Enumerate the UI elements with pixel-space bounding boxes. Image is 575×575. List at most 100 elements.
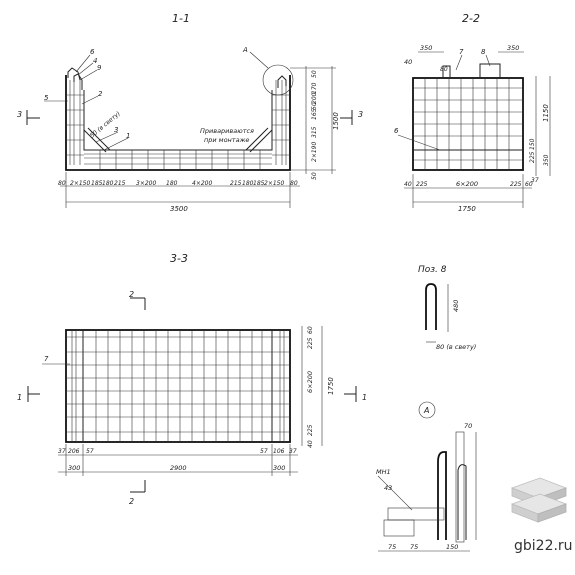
rdim-350: 350 [543, 154, 550, 166]
dim-185-right: 185 [253, 180, 265, 187]
rdim-200: 200 [311, 92, 318, 104]
bdim2-2900: 2900 [170, 464, 187, 472]
callout-9: 9 [97, 64, 102, 72]
rdim-3-225-top: 225 [307, 337, 314, 349]
cut-3-right: 3 [358, 110, 363, 119]
detail-a-top-dim: 70 [464, 422, 472, 430]
rdim-50-mid: 50 [311, 102, 318, 110]
bdim-6x200: 6×200 [456, 180, 478, 188]
dim-185-left: 185 [91, 180, 103, 187]
cut-2-top: 2 [129, 290, 134, 299]
dim-80-left: 80 [58, 180, 66, 187]
pos8-title: Поз. 8 [418, 265, 447, 275]
dim-37-2-2: 37 [531, 177, 539, 184]
bdim-225-left: 225 [416, 181, 428, 188]
dim-3x200: 3×200 [136, 180, 156, 187]
bdim-3-57-right: 57 [260, 448, 268, 455]
dim-215-right: 215 [230, 180, 242, 187]
left-wall-cage [66, 67, 84, 165]
cage-2-2 [413, 63, 523, 170]
detail-a-dim-43: 43 [384, 484, 392, 492]
callout-3: 3 [114, 126, 118, 134]
overall-width-2-2: 1750 [458, 205, 476, 213]
rdim-225: 225 [529, 151, 536, 163]
cut-1-right: 1 [362, 393, 367, 402]
rdim-315: 315 [311, 126, 318, 138]
callout-4: 4 [93, 57, 97, 65]
rdim-3-6x200: 6×200 [306, 371, 314, 393]
section-3-3: 3-3 [17, 252, 367, 506]
callout-2: 2 [98, 90, 103, 98]
section-2-2-title: 2-2 [462, 12, 480, 25]
detail-a-label: А [423, 406, 429, 415]
bdim-3-37-right: 37 [289, 448, 297, 455]
callout-80: 80 [440, 66, 448, 73]
detail-a-75-right: 75 [410, 543, 418, 551]
section-3-3-title: 3-3 [170, 252, 188, 265]
callout-7-3-3: 7 [44, 355, 49, 363]
dim-2x150-left: 2×150 [70, 180, 90, 187]
dim-4x200: 4×200 [192, 180, 212, 187]
callout-5: 5 [44, 94, 49, 102]
weld-note-line2: при монтаже [204, 136, 249, 144]
weld-note-line1: Привариваются [200, 127, 254, 135]
watermark-logo [510, 477, 568, 523]
dim-180-left: 180 [102, 180, 114, 187]
rdim-2x190: 2×190 [311, 142, 318, 162]
section-1-1: 1-1 [17, 12, 363, 213]
rdim-150: 150 [529, 138, 536, 150]
detail-a-marker [418, 401, 436, 419]
top-dim-350-left: 350 [420, 44, 432, 52]
section-1-1-title: 1-1 [172, 12, 190, 25]
rdim-50-top: 50 [311, 70, 318, 78]
callout-8: 8 [481, 48, 486, 56]
bdim2-300-right: 300 [273, 464, 285, 472]
rdim-3-60: 60 [307, 326, 314, 334]
callout-6: 6 [90, 48, 95, 56]
bdim-3-106: 106 [273, 448, 285, 455]
overall-height-3-3: 1750 [327, 377, 335, 395]
overall-width-1-1: 3500 [170, 205, 188, 213]
overall-height-1-1: 1500 [332, 112, 340, 130]
pos8-height: 480 [452, 300, 460, 312]
dim-180-mid: 180 [166, 180, 178, 187]
pos8-detail: Поз. 8 480 80 (в свету) [418, 265, 476, 351]
bdim-60: 60 [525, 181, 533, 188]
detail-a-mn1: МН1 [376, 468, 391, 476]
callout-1: 1 [126, 132, 130, 140]
bottom-slab-cage [83, 127, 273, 170]
detail-a-75-left: 75 [388, 543, 396, 551]
dim-215-left: 215 [114, 180, 126, 187]
cut-2-bottom: 2 [129, 497, 134, 506]
bdim-3-206: 206 [68, 448, 80, 455]
top-dim-350-right: 350 [507, 44, 519, 52]
rdim-3-40: 40 [307, 440, 314, 448]
rdim-3-225-bottom: 225 [307, 424, 314, 436]
bottom-dimensions-1-1: 80 2×150 185 180 215 3×200 180 4×200 215… [58, 172, 300, 213]
cut-3-left: 3 [17, 110, 22, 119]
mesh-3-3 [66, 330, 290, 442]
section-2-2: 2-2 350 350 40 80 7 8 [394, 12, 551, 213]
bdim-3-57-left: 57 [86, 448, 94, 455]
dim-80-right: 80 [290, 180, 298, 187]
detail-a-150: 150 [446, 543, 458, 551]
dim-180-right: 180 [242, 180, 254, 187]
rdim-170: 170 [311, 82, 318, 94]
callouts-1-1: 6 4 9 5 2 3 1 А [44, 46, 269, 151]
right-wall-cage [272, 75, 290, 165]
cut-1-left: 1 [17, 393, 22, 402]
callout-6-2-2: 6 [394, 127, 399, 135]
right-dimensions-1-1: 50 170 200 50 165 315 2×190 50 1500 [290, 66, 340, 180]
gap-note: 50 (в свету) [89, 110, 122, 139]
bdim-225-right: 225 [510, 181, 522, 188]
callout-7: 7 [459, 48, 464, 56]
bdim-3-37-left: 37 [58, 448, 66, 455]
callout-a: А [242, 46, 248, 54]
rdim-50-bottom: 50 [311, 172, 318, 180]
watermark-text: gbi22.ru [514, 538, 573, 554]
detail-a: А 70 МН1 43 75 75 150 [376, 401, 477, 552]
bdim-40: 40 [404, 181, 412, 188]
callout-40: 40 [404, 58, 412, 66]
rdim-1150: 1150 [542, 104, 550, 122]
